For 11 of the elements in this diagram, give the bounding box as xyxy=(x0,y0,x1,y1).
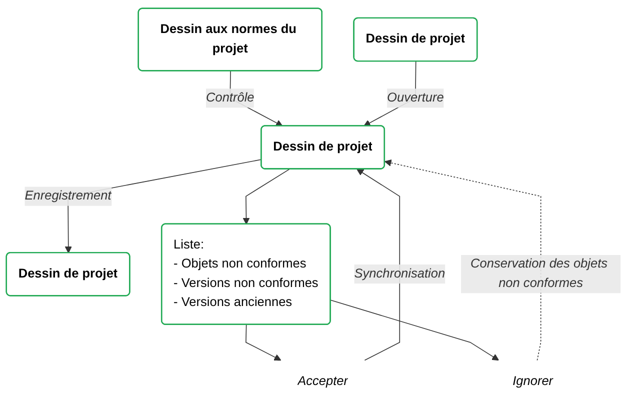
node-text: Ignorer xyxy=(512,374,554,388)
edge-label: Ouverture xyxy=(387,91,444,105)
edge-label: Synchronisation xyxy=(354,267,446,281)
edge-label: Contrôle xyxy=(206,91,254,105)
edge-label: Enregistrement xyxy=(24,189,112,203)
arrow xyxy=(242,168,290,225)
arrow xyxy=(330,300,499,361)
edge-label: Conservation des objets non conformes xyxy=(470,257,608,290)
arrow xyxy=(384,160,542,361)
arrow xyxy=(356,168,400,361)
arrow xyxy=(246,324,282,361)
